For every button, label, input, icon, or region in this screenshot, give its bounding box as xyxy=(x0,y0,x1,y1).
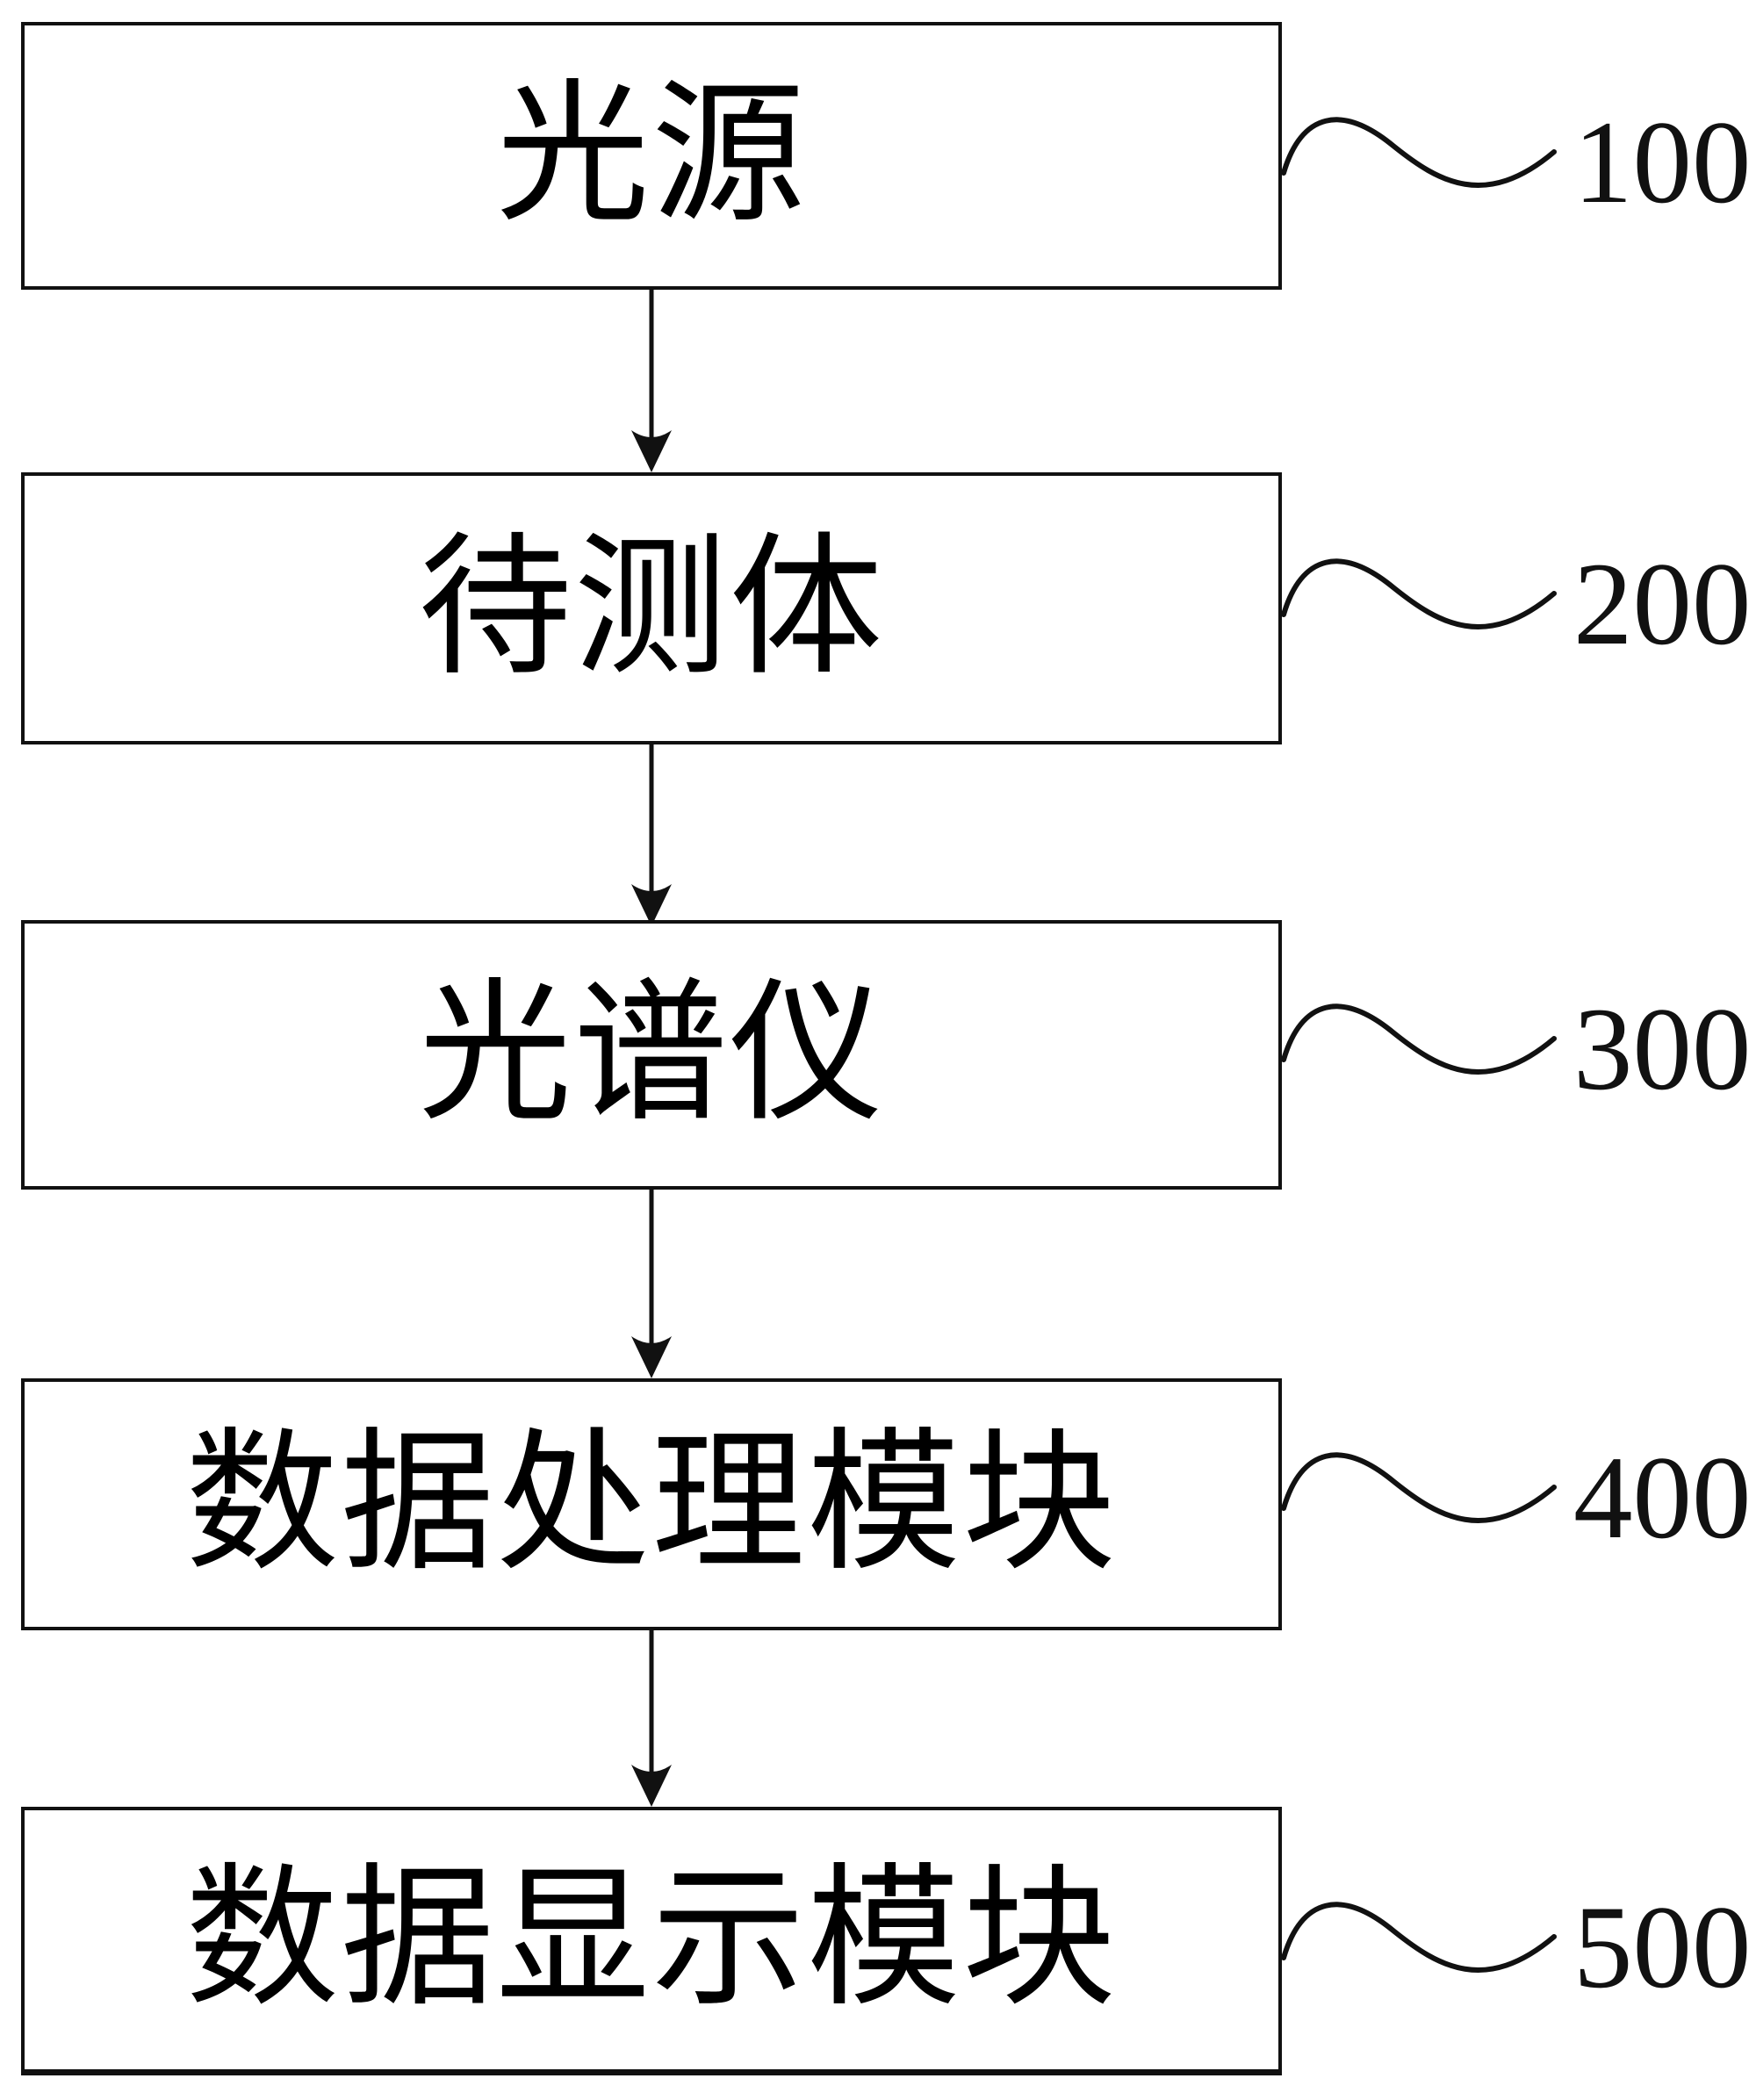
ref-number-400: 400 xyxy=(1573,1432,1752,1564)
ref-number-200: 200 xyxy=(1573,538,1752,670)
data-display-module-label: 数据显示模块 xyxy=(185,1854,1118,2024)
squiggle-connector-icon xyxy=(1282,558,1557,629)
data-display-module-block: 数据显示模块 xyxy=(21,1807,1282,2075)
squiggle-connector-icon xyxy=(1282,1902,1557,1973)
light-source-block: 光源 xyxy=(21,22,1282,290)
spectrometer-label: 光谱仪 xyxy=(418,969,885,1140)
ref-300: 300 xyxy=(1282,988,1756,1111)
test-object-block: 待测体 xyxy=(21,472,1282,744)
data-processing-module-label: 数据处理模块 xyxy=(185,1419,1118,1589)
ref-number-500: 500 xyxy=(1573,1881,1752,2013)
arrow-down-1 xyxy=(631,290,672,472)
squiggle-connector-icon xyxy=(1282,1003,1557,1075)
squiggle-connector-icon xyxy=(1282,1452,1557,1523)
ref-number-300: 300 xyxy=(1573,983,1752,1115)
arrow-down-3 xyxy=(631,1190,672,1378)
test-object-label: 待测体 xyxy=(418,522,885,694)
ref-number-100: 100 xyxy=(1573,97,1752,228)
squiggle-connector-icon xyxy=(1282,117,1557,188)
ref-200: 200 xyxy=(1282,543,1756,665)
ref-500: 500 xyxy=(1282,1886,1756,2009)
ref-400: 400 xyxy=(1282,1436,1756,1559)
light-source-label: 光源 xyxy=(496,70,807,241)
arrow-down-4 xyxy=(631,1630,672,1807)
ref-100: 100 xyxy=(1282,101,1756,224)
spectrometer-block: 光谱仪 xyxy=(21,920,1282,1190)
arrow-down-2 xyxy=(631,744,672,926)
data-processing-module-block: 数据处理模块 xyxy=(21,1378,1282,1630)
